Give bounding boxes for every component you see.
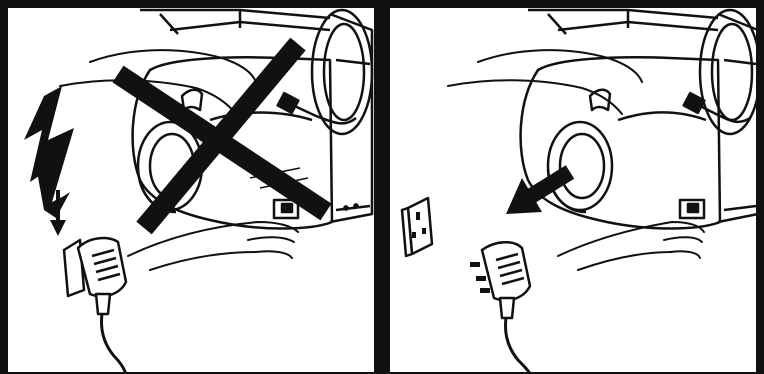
panel-incorrect-illustration bbox=[0, 0, 382, 374]
panel-correct bbox=[382, 0, 764, 374]
panel-correct-illustration bbox=[382, 0, 764, 374]
panel-incorrect bbox=[0, 0, 382, 374]
